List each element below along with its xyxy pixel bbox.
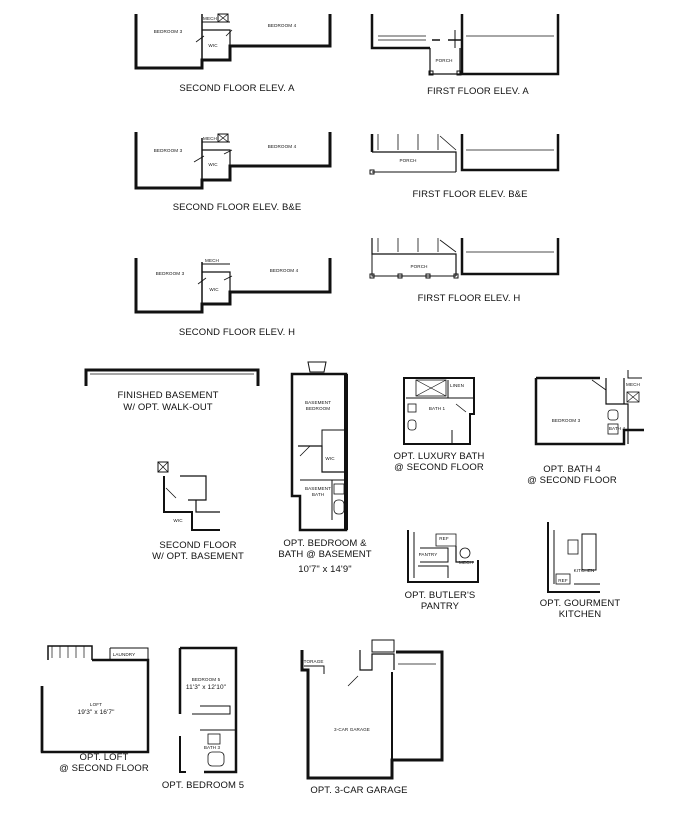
caption-second-floor-basement-line1: SECOND FLOOR (159, 540, 237, 551)
room-label-wic-a: WIC (208, 43, 218, 48)
caption-opt-bedroom-bath-line1: OPT. BEDROOM & (283, 538, 367, 549)
caption-finished-basement-line1: FINISHED BASEMENT (117, 390, 219, 401)
caption-opt-loft-line2: @ SECOND FLOOR (59, 763, 149, 774)
caption-opt-gourmet-kitchen-line2: KITCHEN (558, 609, 602, 620)
caption-second-floor-elev-h: SECOND FLOOR ELEV. H (178, 327, 296, 338)
room-label-basement-bedroom-2: BEDROOM (305, 406, 331, 411)
caption-finished-basement-line2: W/ OPT. WALK-OUT (123, 402, 213, 413)
room-label-basement-bath-2: BATH (311, 492, 325, 497)
caption-opt-butlers-pantry-line1: OPT. BUTLER'S (404, 590, 476, 601)
second-floor-opt-basement-plan (157, 461, 220, 531)
opt-bedroom-bath-basement-plan (290, 361, 348, 532)
room-label-wic-be: WIC (208, 162, 218, 167)
caption-first-floor-elev-a: FIRST FLOOR ELEV. A (427, 86, 529, 97)
opt-loft-plan (40, 645, 150, 754)
room-label-porch-a: PORCH (435, 58, 453, 63)
caption-opt-bedroom-bath-line2: BATH @ BASEMENT (278, 549, 372, 560)
room-label-bath4: BATH 4 (608, 426, 626, 431)
room-label-wic-basement: WIC (173, 518, 183, 523)
caption-first-floor-elev-h: FIRST FLOOR ELEV. H (417, 293, 521, 304)
opt-luxury-bath-plan (403, 377, 475, 445)
room-label-bedroom5-dimensions: 11'3" x 12'10" (185, 684, 227, 691)
room-label-linen: LINEN (449, 383, 465, 388)
room-label-loft-dimensions: 19'3" x 16'7" (77, 709, 115, 716)
room-label-bedroom4-a: BEDROOM 4 (267, 23, 297, 28)
room-label-mech-bath4: MECH (626, 382, 640, 387)
room-label-loft: LOFT (89, 702, 103, 707)
opt-bath4-plan (534, 370, 644, 446)
room-label-porch-h: PORCH (410, 264, 428, 269)
room-label-mech-be: MECH (203, 136, 217, 141)
second-floor-elev-be-plan (134, 132, 332, 190)
room-label-3-car-garage: 3-CAR GARAGE (334, 727, 370, 732)
opt-butlers-pantry-plan (407, 530, 479, 583)
caption-opt-gourmet-kitchen-line1: OPT. GOURMENT (539, 598, 621, 609)
caption-opt-bath4-line1: OPT. BATH 4 (543, 464, 601, 475)
caption-opt-luxury-bath-line1: OPT. LUXURY BATH (393, 451, 485, 462)
room-label-basement-bedroom-1: BASEMENT (304, 400, 332, 405)
room-label-ref-kitchen: REF (558, 578, 568, 583)
room-label-wic-h: WIC (209, 287, 219, 292)
room-label-bedroom3-bath4: BEDROOM 3 (551, 418, 581, 423)
caption-second-floor-elev-be: SECOND FLOOR ELEV. B&E (172, 202, 302, 213)
first-floor-elev-h-plan (369, 238, 560, 279)
room-label-bath3: BATH 3 (203, 745, 221, 750)
room-label-storage: STORAGE (300, 659, 324, 664)
room-label-pantry: PANTRY (418, 552, 438, 557)
room-label-bedroom3-a: BEDROOM 3 (153, 29, 183, 34)
room-label-bedroom4-h: BEDROOM 4 (269, 268, 299, 273)
room-label-bedroom3-be: BEDROOM 3 (153, 148, 183, 153)
caption-second-floor-basement-line2: W/ OPT. BASEMENT (152, 551, 244, 562)
room-label-basement-bath-1: BASEMENT (304, 486, 332, 491)
caption-opt-bath4-line2: @ SECOND FLOOR (527, 475, 617, 486)
caption-opt-loft-line1: OPT. LOFT (79, 752, 129, 763)
caption-second-floor-elev-a: SECOND FLOOR ELEV. A (179, 83, 295, 94)
room-label-mech-h: MECH (205, 258, 219, 263)
room-label-wic-bb: WIC (325, 456, 335, 461)
caption-opt-luxury-bath-line2: @ SECOND FLOOR (394, 462, 484, 473)
caption-opt-bedroom-bath-dimensions: 10'7" x 14'9" (298, 564, 352, 575)
second-floor-elev-a-plan (134, 13, 332, 70)
caption-first-floor-elev-be: FIRST FLOOR ELEV. B&E (412, 189, 528, 200)
room-label-bath1: BATH 1 (428, 406, 446, 411)
room-label-porch-be: PORCH (399, 158, 417, 163)
room-label-bedroom5: BEDROOM 5 (191, 677, 221, 682)
caption-opt-3-car-garage: OPT. 3-CAR GARAGE (310, 785, 408, 796)
first-floor-elev-be-plan (369, 134, 560, 175)
caption-opt-butlers-pantry-line2: PANTRY (420, 601, 460, 612)
opt-gourmet-kitchen-plan (547, 522, 600, 593)
room-label-kitchen: KITCHEN (573, 568, 595, 573)
second-floor-elev-h-plan (134, 258, 332, 314)
opt-bedroom5-plan (178, 646, 238, 774)
caption-opt-bedroom5: OPT. BEDROOM 5 (161, 780, 245, 791)
room-label-bedroom4-be: BEDROOM 4 (267, 144, 297, 149)
room-label-mech-a: MECH (203, 16, 217, 21)
opt-3-car-garage-plan (300, 639, 444, 780)
room-label-mech-pantry: MECH (459, 560, 473, 565)
finished-basement-plan (84, 368, 260, 386)
first-floor-elev-a-plan (370, 14, 560, 76)
room-label-laundry: LAUNDRY (112, 652, 136, 657)
room-label-bedroom3-h: BEDROOM 3 (155, 271, 185, 276)
room-label-ref-pantry: REF (439, 536, 449, 541)
